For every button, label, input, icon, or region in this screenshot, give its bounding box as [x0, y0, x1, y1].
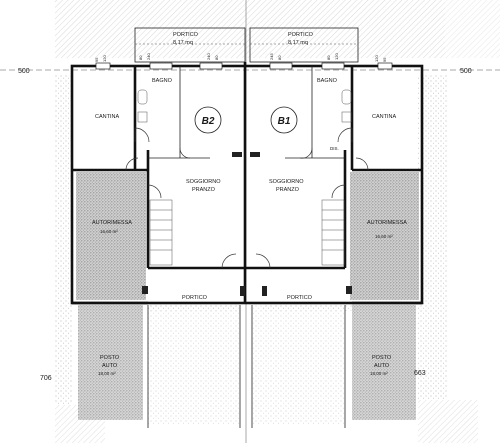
svg-text:80: 80 — [138, 55, 143, 60]
window-dims-top: 95 120 80 240 240 80 245 80 80 120 120 9… — [94, 53, 387, 62]
svg-text:95: 95 — [382, 57, 387, 62]
room-label-cantina-left: CANTINA — [95, 114, 119, 120]
room-label-pranzo-right: PRANZO — [276, 187, 300, 193]
room-label-autorimessa-right: AUTORIMESSA — [367, 220, 407, 226]
porch-top-left: PORTICO 8,17 mq — [134, 27, 246, 63]
svg-text:120: 120 — [374, 55, 379, 62]
svg-text:95: 95 — [94, 57, 99, 62]
room-label-pranzo-left: PRANZO — [192, 187, 216, 193]
svg-text:8,17 mq: 8,17 mq — [288, 40, 308, 46]
porch-top-right: PORTICO 8,17 mq — [249, 27, 359, 63]
room-label-bagno-left: BAGNO — [152, 78, 173, 84]
site-hatch-bottom-right — [418, 400, 478, 443]
svg-text:B2: B2 — [202, 116, 215, 127]
parking-label-auto-left: AUTO — [102, 363, 118, 369]
svg-text:B1: B1 — [278, 116, 291, 127]
building-walls — [70, 62, 424, 305]
portico-label-left: PORTICO — [182, 295, 208, 301]
parking-label-auto-right: AUTO — [374, 363, 390, 369]
site-hatch-top-right — [445, 0, 500, 58]
room-label-dis: DIS. — [330, 146, 339, 151]
garage-left-fill — [76, 172, 146, 300]
unit-label-b2: B2 — [194, 106, 222, 134]
elevation-mark-right: 500 — [460, 68, 472, 75]
svg-text:PORTICO: PORTICO — [288, 32, 314, 38]
elevation-mark-left: 500 — [18, 68, 30, 75]
parking-label-posto-left: POSTO — [100, 355, 120, 361]
room-label-bagno-right: BAGNO — [317, 78, 338, 84]
garden-left — [55, 75, 73, 405]
boundary-mark-right: 663 — [414, 370, 426, 377]
column-marks — [142, 152, 352, 296]
room-label-soggiorno-right: SOGGIORNO — [269, 179, 304, 185]
parking-area-left: 18,00 m² — [98, 371, 116, 376]
room-area-autorimessa-left: 16,60 m² — [100, 229, 118, 234]
parking-spots — [78, 305, 416, 428]
parking-area-right: 18,00 m² — [370, 371, 388, 376]
parking-label-posto-right: POSTO — [372, 355, 392, 361]
svg-text:120: 120 — [102, 55, 107, 62]
room-area-autorimessa-right: 16,60 m² — [375, 234, 393, 239]
boundary-mark-left: 706 — [40, 375, 52, 382]
bathroom-fixtures — [137, 89, 352, 123]
portico-label-right: PORTICO — [287, 295, 313, 301]
svg-text:PORTICO: PORTICO — [173, 32, 199, 38]
room-label-autorimessa-left: AUTORIMESSA — [92, 220, 132, 226]
room-label-cantina-right: CANTINA — [372, 114, 396, 120]
svg-text:80: 80 — [214, 55, 219, 60]
room-label-soggiorno-left: SOGGIORNO — [186, 179, 221, 185]
door-swings — [125, 127, 369, 269]
svg-text:8,17 mq: 8,17 mq — [173, 40, 193, 46]
svg-text:240: 240 — [206, 53, 211, 60]
svg-text:245: 245 — [269, 53, 274, 60]
unit-label-b1: B1 — [270, 106, 298, 134]
windows-top — [95, 62, 393, 70]
svg-text:80: 80 — [326, 55, 331, 60]
svg-text:120: 120 — [334, 53, 339, 60]
svg-text:240: 240 — [146, 53, 151, 60]
svg-text:80: 80 — [277, 55, 282, 60]
garage-right-fill — [350, 172, 419, 300]
stairs — [149, 199, 345, 266]
